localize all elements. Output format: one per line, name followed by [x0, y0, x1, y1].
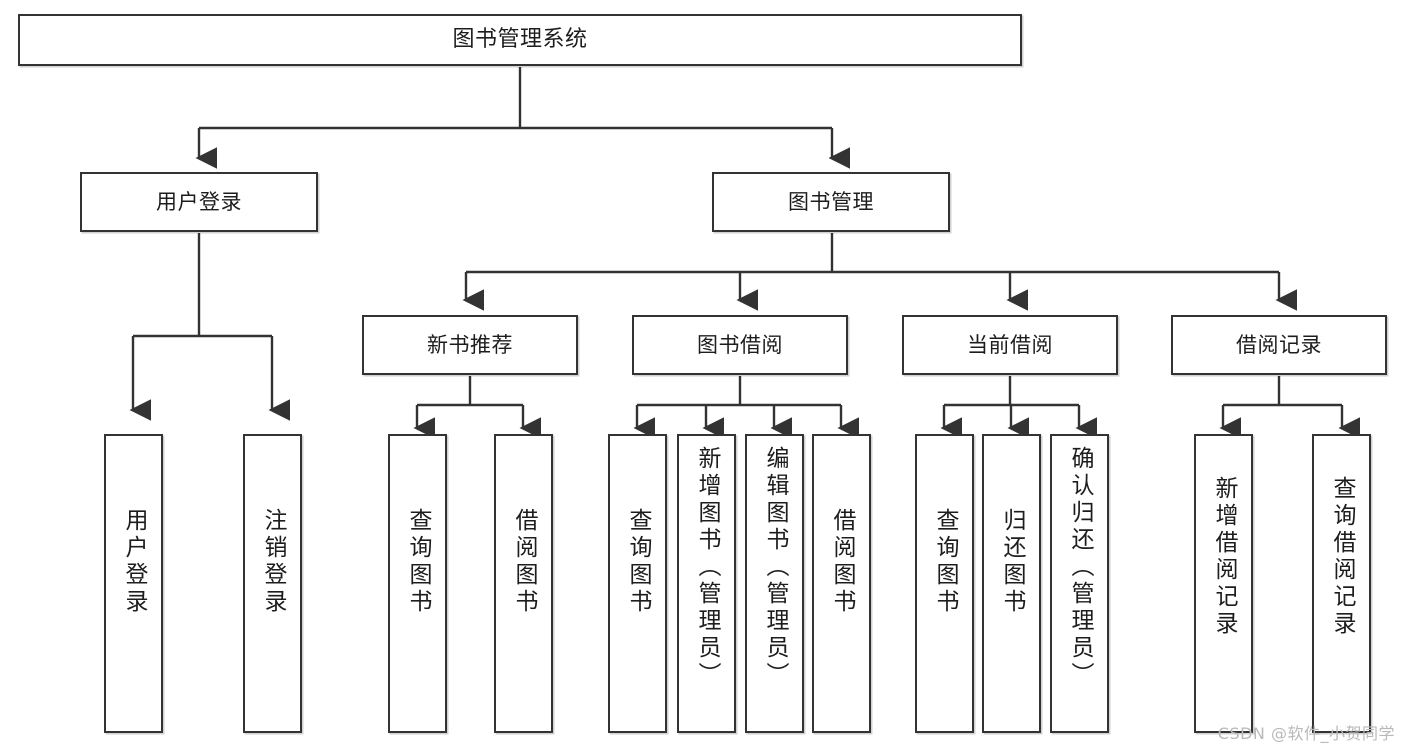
node-label: 注销登录	[260, 508, 286, 616]
leaf-query-book-borrow[interactable]: 查询图书	[608, 434, 667, 733]
node-current-borrow[interactable]: 当前借阅	[902, 315, 1118, 375]
leaf-add-borrow-record[interactable]: 新增借阅记录	[1194, 434, 1253, 733]
node-user-login[interactable]: 用户登录	[80, 172, 318, 232]
leaf-query-book-current[interactable]: 查询图书	[915, 434, 974, 733]
node-label: 新增借阅记录	[1211, 476, 1237, 638]
leaf-logout[interactable]: 注销登录	[243, 434, 302, 733]
node-label: 借阅记录	[1236, 332, 1322, 357]
node-label: 编辑图书（管理员）	[762, 446, 788, 689]
node-label: 用户登录	[121, 508, 147, 616]
leaf-edit-book-admin[interactable]: 编辑图书（管理员）	[745, 434, 804, 733]
node-label: 当前借阅	[967, 332, 1053, 357]
node-label: 借阅图书	[829, 508, 855, 616]
node-label: 图书借阅	[697, 332, 783, 357]
node-label: 查询图书	[405, 508, 431, 616]
node-borrow-records[interactable]: 借阅记录	[1171, 315, 1387, 375]
node-book-management[interactable]: 图书管理	[712, 172, 950, 232]
node-label: 新增图书（管理员）	[694, 446, 720, 689]
node-label: 借阅图书	[511, 508, 537, 616]
node-new-book-recommend[interactable]: 新书推荐	[362, 315, 578, 375]
node-label: 查询图书	[625, 508, 651, 616]
node-book-borrow[interactable]: 图书借阅	[632, 315, 848, 375]
leaf-confirm-return-admin[interactable]: 确认归还（管理员）	[1050, 434, 1109, 733]
leaf-borrow-book-recommend[interactable]: 借阅图书	[494, 434, 553, 733]
node-label: 查询图书	[932, 508, 958, 616]
leaf-user-login[interactable]: 用户登录	[104, 434, 163, 733]
node-label: 图书管理系统	[452, 27, 588, 53]
node-label: 归还图书	[999, 508, 1025, 616]
leaf-query-borrow-record[interactable]: 查询借阅记录	[1312, 434, 1371, 733]
node-root-system[interactable]: 图书管理系统	[18, 14, 1022, 66]
node-label: 新书推荐	[427, 332, 513, 357]
leaf-query-book-recommend[interactable]: 查询图书	[388, 434, 447, 733]
leaf-return-book[interactable]: 归还图书	[982, 434, 1041, 733]
node-label: 查询借阅记录	[1329, 476, 1355, 638]
node-label: 图书管理	[788, 189, 874, 214]
node-label: 用户登录	[156, 189, 242, 214]
node-label: 确认归还（管理员）	[1067, 446, 1093, 689]
leaf-borrow-book[interactable]: 借阅图书	[812, 434, 871, 733]
leaf-add-book-admin[interactable]: 新增图书（管理员）	[677, 434, 736, 733]
